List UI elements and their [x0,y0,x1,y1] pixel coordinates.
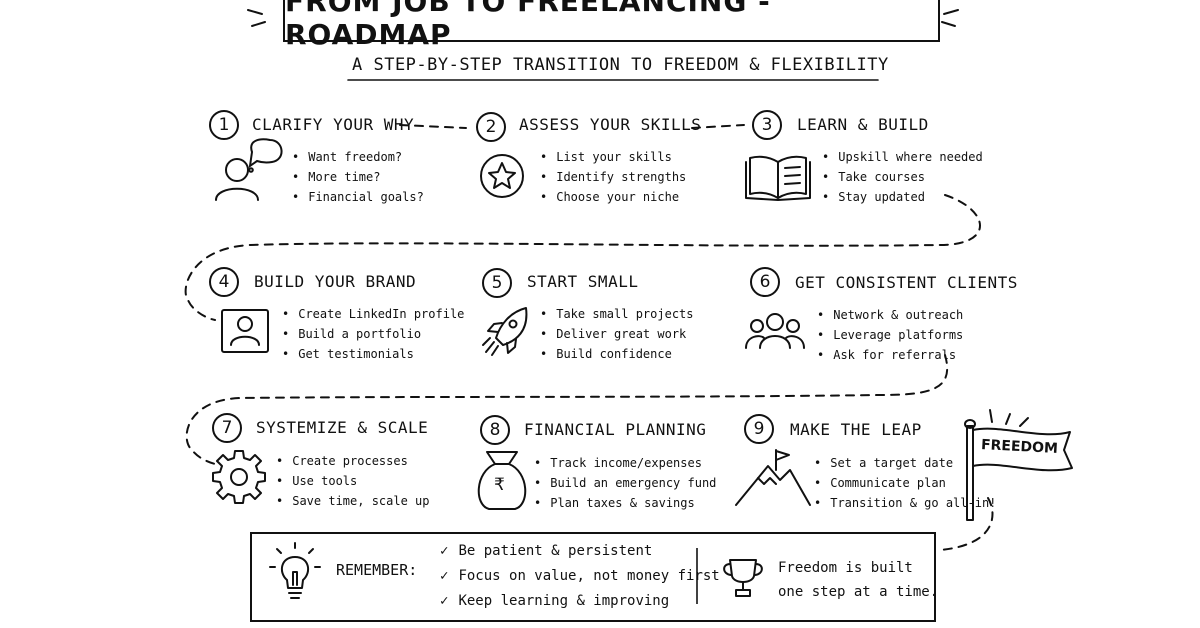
bullet-item: Choose your niche [540,187,686,207]
bullet-item: Plan taxes & savings [534,493,716,513]
step-number: 4 [209,267,239,297]
remember-quote: Freedom is built one step at a time. [778,556,938,604]
step-number: 6 [750,267,780,297]
dash-6-7 [185,354,949,465]
page-subtitle: A STEP-BY-STEP TRANSITION TO FREEDOM & F… [352,55,889,75]
bullet-item: Identify strengths [540,167,686,187]
bullet-item: Financial goals? [292,187,424,207]
bullet-item: Stay updated [822,187,983,207]
rupee-symbol: ₹ [494,475,505,495]
bullet-item: Communicate plan [814,473,996,493]
remember-list: Be patient & persistent Focus on value, … [440,539,720,614]
step-number: 7 [212,413,242,443]
bullet-item: Upskill where needed [822,147,983,167]
quote-line: Freedom is built [778,560,913,576]
bullet-item: Use tools [276,471,430,491]
title-sparkle-right [943,9,959,15]
dash-2-3 [691,124,745,129]
step-bullets: Upskill where needed Take courses Stay u… [822,147,983,207]
step-number: 2 [476,112,506,142]
bullet-item: List your skills [540,147,686,167]
step-bullets: Network & outreach Leverage platforms As… [817,305,963,365]
step-number: 8 [480,415,510,445]
title-frame: FROM JOB TO FREELANCING - ROADMAP [283,0,940,51]
flag-burst [989,409,993,423]
remember-label: REMEMBER: [336,561,418,579]
step-bullets: Create LinkedIn profile Build a portfoli… [282,304,464,364]
step-bullets: Track income/expenses Build an emergency… [534,453,716,513]
step-number: 5 [482,268,512,298]
bullet-item: Save time, scale up [276,491,429,511]
bullet-item: Set a target date [814,453,996,473]
quote-line: one step at a time. [778,584,939,600]
step-title: ASSESS YOUR SKILLS [519,115,702,134]
step-bullets: Create processes Use tools Save time, sc… [276,451,430,511]
bullet-item: Leverage platforms [817,325,963,345]
dash-3-4 [184,194,981,321]
step-title: LEARN & BUILD [797,115,929,134]
step-number: 9 [744,414,774,444]
remember-item: Keep learning & improving [440,589,720,614]
bullet-item: Deliver great work [540,324,694,344]
step-number: 1 [209,110,239,140]
bullet-item: Ask for referrals [817,345,963,365]
step-title: BUILD YOUR BRAND [254,272,417,291]
bullet-item: Take courses [822,167,983,187]
step-number: 3 [752,110,782,140]
step-bullets: Want freedom? More time? Financial goals… [292,147,424,207]
bullet-item: Get testimonials [282,344,464,364]
remember-item: Be patient & persistent [440,539,720,564]
remember-box [250,532,936,622]
bullet-item: Build confidence [540,344,694,364]
bullet-item: Transition & go all-in! [814,493,996,513]
step-title: SYSTEMIZE & SCALE [256,418,429,437]
step-title: GET CONSISTENT CLIENTS [795,273,1018,292]
title-sparkle-left [247,9,263,15]
bullet-item: Build an emergency fund [534,473,716,493]
bullet-item: More time? [292,167,424,187]
dash-1-2 [399,124,467,129]
step-bullets: List your skills Identify strengths Choo… [540,147,686,207]
bullet-item: Want freedom? [292,147,424,167]
step-title: MAKE THE LEAP [790,420,922,439]
step-title: START SMALL [527,272,639,291]
page-title: FROM JOB TO FREELANCING - ROADMAP [285,0,771,51]
step-bullets: Take small projects Deliver great work B… [540,304,694,364]
bullet-item: Create processes [276,451,430,471]
bullet-item: Create LinkedIn profile [282,304,464,324]
step-bullets: Set a target date Communicate plan Trans… [814,453,996,513]
bullet-item: Take small projects [540,304,693,324]
remember-item: Focus on value, not money first [440,564,719,589]
bullet-item: Network & outreach [817,305,963,325]
bullet-item: Build a portfolio [282,324,464,344]
step-title: CLARIFY YOUR WHY [252,115,415,134]
step-title: FINANCIAL PLANNING [524,420,707,439]
bullet-item: Track income/expenses [534,453,716,473]
